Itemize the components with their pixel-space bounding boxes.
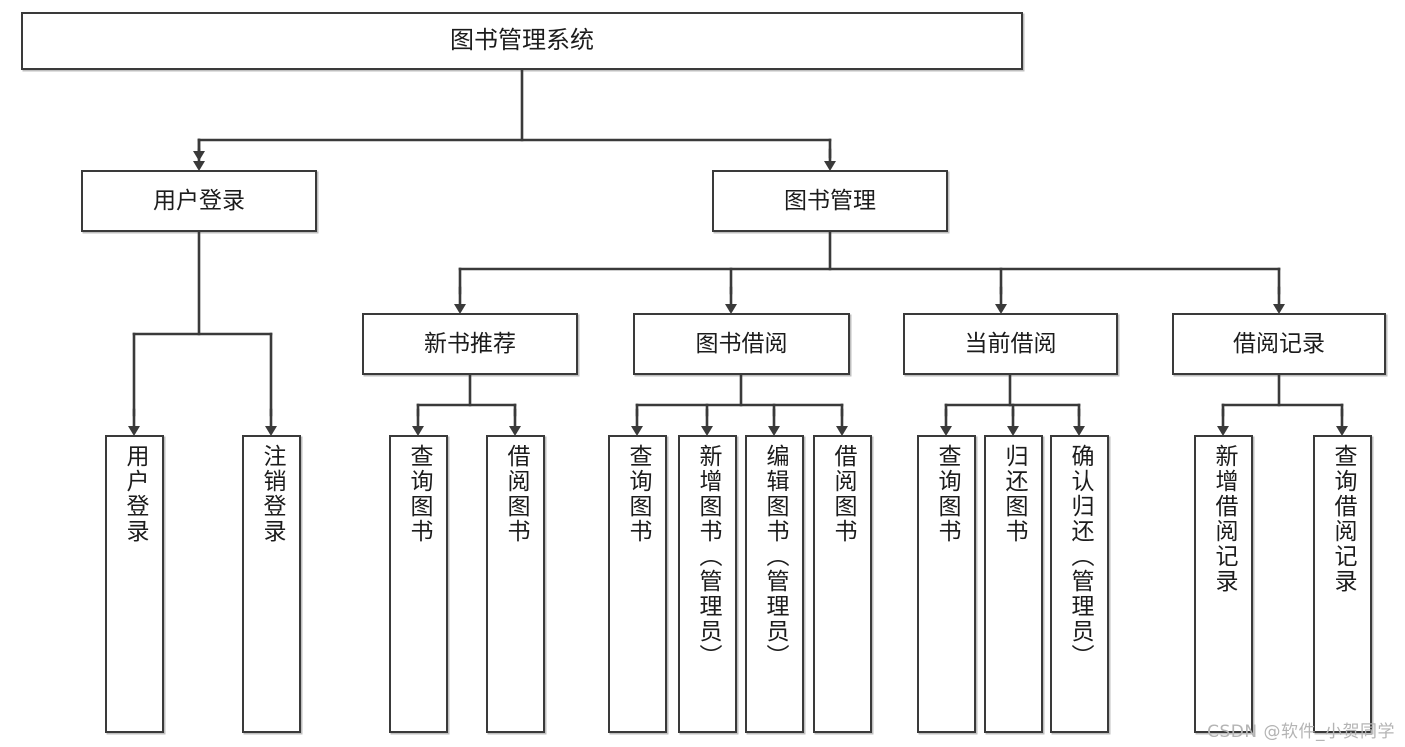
node-leaf-borrow-book-2-label: 借阅图书 [830,444,856,544]
node-current-borrow-label: 当前借阅 [964,330,1057,357]
node-leaf-add-book-label: 新增图书（管理员） [695,444,721,669]
node-book-manage-label: 图书管理 [784,187,876,214]
node-leaf-user-login[interactable]: 用户登录 [105,435,164,733]
node-leaf-logout[interactable]: 注销登录 [242,435,301,733]
node-leaf-edit-book-label: 编辑图书（管理员） [762,444,788,669]
node-leaf-query-book-3-label: 查询图书 [934,444,960,544]
node-leaf-add-book[interactable]: 新增图书（管理员） [678,435,737,733]
node-leaf-add-record-label: 新增借阅记录 [1211,444,1237,594]
node-leaf-query-book-3[interactable]: 查询图书 [917,435,976,733]
node-leaf-borrow-book-1-label: 借阅图书 [503,444,529,544]
node-leaf-borrow-book-1[interactable]: 借阅图书 [486,435,545,733]
watermark-text: CSDN @软件_小贺同学 [1207,722,1395,742]
node-leaf-query-book-1-label: 查询图书 [406,444,432,544]
node-new-book-recommend-label: 新书推荐 [424,330,516,357]
node-borrow-record[interactable]: 借阅记录 [1172,313,1386,375]
node-user-login-label: 用户登录 [153,187,245,214]
node-leaf-edit-book[interactable]: 编辑图书（管理员） [745,435,804,733]
node-leaf-logout-label: 注销登录 [259,444,285,544]
node-book-borrow-label: 图书借阅 [695,330,788,357]
node-leaf-query-book-2-label: 查询图书 [625,444,651,544]
node-new-book-recommend[interactable]: 新书推荐 [362,313,578,375]
node-leaf-query-book-2[interactable]: 查询图书 [608,435,667,733]
node-leaf-borrow-book-2[interactable]: 借阅图书 [813,435,872,733]
node-book-borrow[interactable]: 图书借阅 [633,313,850,375]
node-leaf-query-record-label: 查询借阅记录 [1330,444,1356,594]
node-book-manage[interactable]: 图书管理 [712,170,948,232]
node-leaf-confirm-return[interactable]: 确认归还（管理员） [1050,435,1109,733]
node-leaf-query-record[interactable]: 查询借阅记录 [1313,435,1372,733]
node-current-borrow[interactable]: 当前借阅 [903,313,1118,375]
node-root-label: 图书管理系统 [450,26,594,55]
node-leaf-user-login-label: 用户登录 [122,444,148,544]
node-leaf-return-book[interactable]: 归还图书 [984,435,1043,733]
node-leaf-confirm-return-label: 确认归还（管理员） [1067,444,1093,669]
node-borrow-record-label: 借阅记录 [1233,330,1325,357]
node-leaf-query-book-1[interactable]: 查询图书 [389,435,448,733]
node-leaf-return-book-label: 归还图书 [1001,444,1027,544]
node-root[interactable]: 图书管理系统 [21,12,1023,70]
node-leaf-add-record[interactable]: 新增借阅记录 [1194,435,1253,733]
node-user-login[interactable]: 用户登录 [81,170,317,232]
